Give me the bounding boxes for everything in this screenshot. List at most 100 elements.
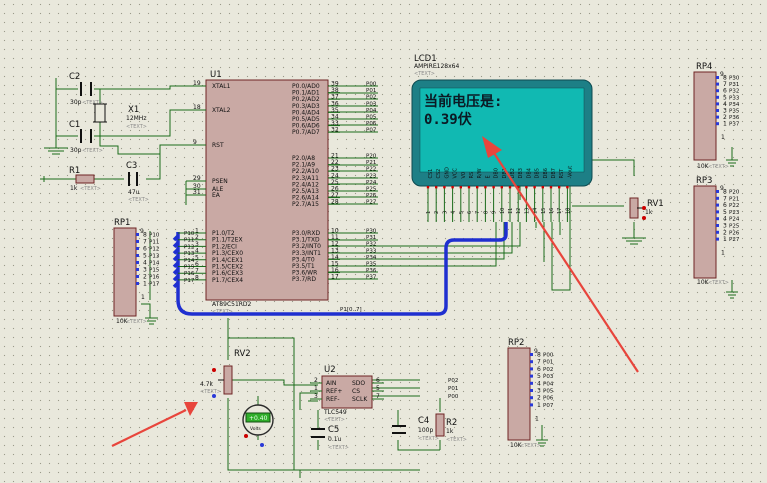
capacitor-c5[interactable]: C5 0.1u <TEXT> <box>311 425 349 451</box>
rp4-ref: RP4 <box>696 62 712 72</box>
c2-value: 30p <box>70 99 82 106</box>
rp1-text-tag: <TEXT> <box>126 319 147 325</box>
lcd-pin <box>517 186 520 189</box>
lcd-pin <box>525 186 528 189</box>
mcu-pin-name: XTAL2 <box>212 107 231 114</box>
mcu-pin-name: P1.2/ECI <box>212 243 237 250</box>
lcd-pin-name: DB0 <box>494 168 500 178</box>
resistor-r1[interactable]: R1 1k <TEXT> <box>69 166 101 192</box>
c3-text-tag: <TEXT> <box>128 197 149 203</box>
r1-ref: R1 <box>69 166 80 176</box>
mcu-pin-number: 23 <box>331 166 339 173</box>
net-label: P30 <box>729 76 740 82</box>
net-label: P12 <box>149 247 159 253</box>
net-label: P05 <box>543 389 554 395</box>
voltmeter[interactable]: +0.40 Volts <box>242 404 274 447</box>
bus-tap <box>172 268 180 275</box>
lcd-pin-number: 11 <box>508 208 514 214</box>
rp-pin-number: 1 <box>723 121 727 128</box>
lcd-pin-number: 17 <box>557 208 563 214</box>
mcu-pin-name: P3.4/T0 <box>292 256 315 263</box>
capacitor-c2[interactable]: C2 30p <TEXT> <box>69 72 103 106</box>
lcd-pin-number: 14 <box>533 208 539 214</box>
mcu-pin-number: 36 <box>331 100 339 107</box>
rp-pin-number: 6 <box>537 366 541 373</box>
rp-pin <box>716 95 719 99</box>
net-label: P33 <box>366 248 377 254</box>
r2-value: 1k <box>446 428 454 435</box>
lcd-pin-number: 1 <box>426 211 432 214</box>
mcu-p2-pins: 21P2.0/A822P2.1/A923P2.2/A1024P2.3/A1125… <box>292 153 340 208</box>
rp-pin-number: 1 <box>723 236 727 243</box>
rp2-value: 10K <box>510 442 523 449</box>
capacitor-c3[interactable]: C3 47u <TEXT> <box>126 161 149 203</box>
potentiometer-rv1[interactable]: RV1 1k <box>629 197 664 220</box>
net-label: P00 <box>543 353 554 359</box>
mcu-pin-number: 8 <box>195 274 199 281</box>
mcu-pin-number: 12 <box>331 241 339 248</box>
lcd-pin-name: R/W <box>477 168 483 178</box>
bus-tap <box>172 248 180 255</box>
mcu-pin-name: P3.0/RXD <box>292 230 320 237</box>
mcu-pin-number: 19 <box>193 80 201 87</box>
net-label: P16 <box>184 271 195 277</box>
lcd-pin <box>443 186 446 189</box>
rp-pin <box>136 268 139 271</box>
u2-pin-name: REF+ <box>326 388 342 395</box>
mcu-pin-number: 14 <box>331 254 339 261</box>
mcu-pin-name: P1.7/CEX4 <box>212 277 243 284</box>
lcd-pin-name: GND <box>444 167 450 179</box>
rp-pin-number: 4 <box>143 260 147 267</box>
rp-pin-number: 9 <box>140 228 144 235</box>
net-label: P04 <box>366 108 377 114</box>
crystal-x1[interactable]: X1 12MHz <TEXT> <box>93 103 147 130</box>
mcu-pin-number: 38 <box>331 87 339 94</box>
lcd-pin <box>492 186 495 189</box>
lcd-pin <box>467 186 471 189</box>
rp-pin-number: 5 <box>723 209 727 216</box>
lcd-pin-name: E <box>485 175 491 178</box>
rp-pin-number: 2 <box>723 114 727 121</box>
mcu-pin-number: 35 <box>331 107 339 114</box>
lcd-text-tag: <TEXT> <box>414 71 435 77</box>
mcu-pin-name: P2.4/A12 <box>292 181 319 188</box>
mcu-pin-name: P1.5/CEX2 <box>212 264 243 271</box>
rp-pin <box>716 102 719 106</box>
resistor-r2[interactable]: R2 1k <TEXT> <box>435 413 467 443</box>
mcu-pin-number: 21 <box>331 153 339 160</box>
bus-tap <box>172 274 180 282</box>
mcu-pin-name: P2.1/A9 <box>292 162 315 169</box>
lcd-pin-number: 18 <box>565 208 571 214</box>
capacitor-c1[interactable]: C1 30p <TEXT> <box>69 120 103 154</box>
voltmeter-reading: +0.40 <box>249 415 268 422</box>
lcd-pin-name: V0 <box>461 172 467 179</box>
lcd-pin-name: DB2 <box>510 168 516 178</box>
u2-pin-name: SCLK <box>352 396 368 403</box>
capacitor-c4[interactable]: C4 100p <TEXT> <box>392 416 439 442</box>
lcd-screen <box>419 87 585 173</box>
rp-pin <box>530 396 533 400</box>
lcd-pin-number: 9 <box>492 211 498 214</box>
r1-value: 1k <box>70 185 78 192</box>
net-label: P07 <box>543 403 554 409</box>
bus-tap <box>172 241 180 248</box>
mcu-pin-number: 5 <box>195 254 199 261</box>
u2-pin-number: 2 <box>314 377 318 384</box>
lcd-lcd1[interactable]: LCD1 AMPIRE128x64 <TEXT> 当前电压是: 0.39伏 CS… <box>411 54 593 222</box>
rp-pin <box>530 389 533 392</box>
mcu-pin-number: 9 <box>193 139 197 146</box>
lcd-pin-number: 3 <box>442 211 448 214</box>
mcu-pin-number: 31 <box>193 189 201 196</box>
mcu-pin-name: P0.0/AD0 <box>292 83 320 90</box>
potentiometer-rv2[interactable]: RV2 4.7k <TEXT> <box>200 349 251 398</box>
rp3-ref: RP3 <box>696 176 712 186</box>
mcu-pin-name: P3.6/WR <box>292 270 317 277</box>
rp-pin-number: 1 <box>537 402 541 409</box>
